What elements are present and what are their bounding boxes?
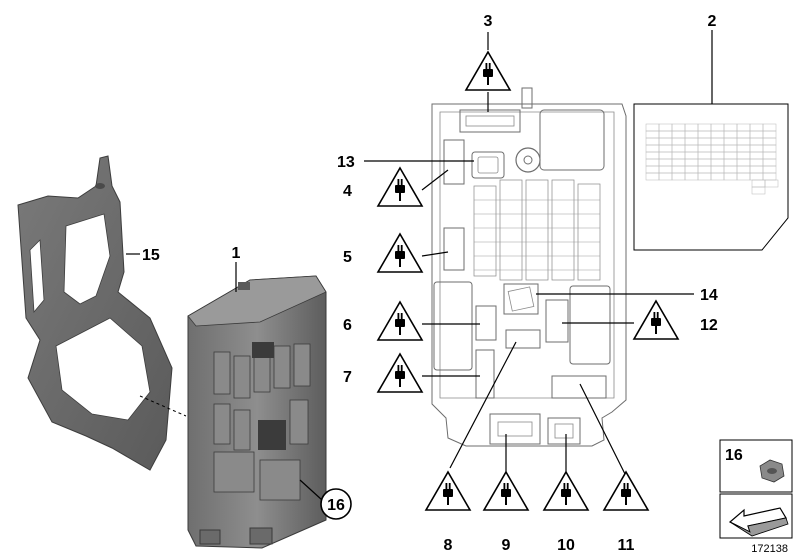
callout-10: 10 — [557, 537, 575, 554]
callout-7: 7 — [343, 369, 352, 386]
connector-warning-triangle-icon — [377, 51, 679, 511]
callout-16-circled: 16 — [320, 488, 352, 520]
callout-numbers: 3 2 13 4 5 6 7 14 12 8 9 10 11 15 1 — [142, 13, 718, 554]
callout-2: 2 — [708, 13, 717, 30]
callout-16: 16 — [327, 497, 345, 514]
callout-11: 11 — [618, 537, 635, 554]
callout-5: 5 — [343, 249, 352, 266]
fuse-box-front-view — [431, 87, 627, 447]
arrow-icon — [728, 507, 789, 537]
mounting-bracket — [17, 155, 187, 471]
callout-4: 4 — [343, 183, 352, 200]
callout-3: 3 — [484, 13, 493, 30]
diagram-reference-number: 172138 — [751, 543, 788, 555]
label-grid-cell — [751, 186, 766, 195]
callout-6: 6 — [343, 317, 352, 334]
callout-12: 12 — [700, 317, 718, 334]
callout-8: 8 — [444, 537, 453, 554]
control-module — [187, 275, 327, 549]
inset-part-label: 16 — [725, 447, 743, 464]
callout-13: 13 — [337, 154, 355, 171]
nut-icon — [759, 459, 785, 483]
leader-lines — [126, 30, 713, 501]
callout-15: 15 — [142, 247, 160, 264]
callout-14: 14 — [700, 287, 718, 304]
part-inset: 16 172138 — [719, 439, 793, 555]
callout-9: 9 — [502, 537, 511, 554]
callout-1: 1 — [232, 245, 241, 262]
fuse-assignment-label — [633, 103, 789, 251]
label-grid-cell — [764, 179, 779, 188]
